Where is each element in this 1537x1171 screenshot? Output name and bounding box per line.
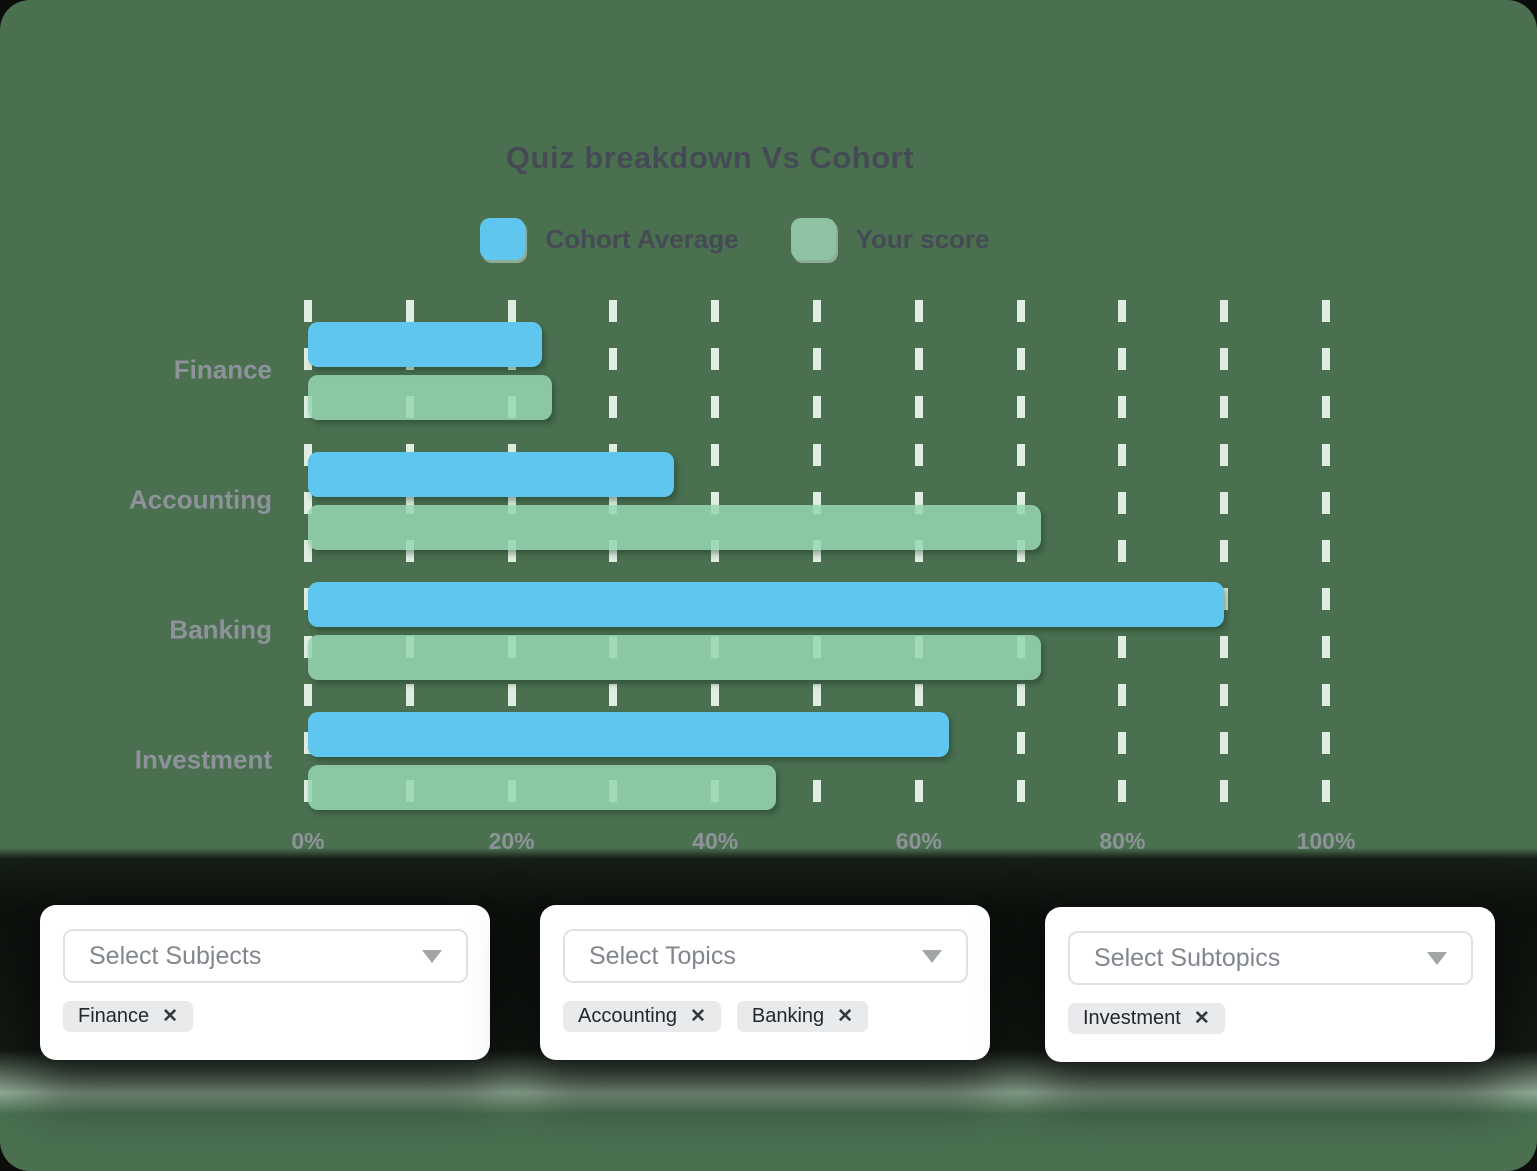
gridline xyxy=(405,300,414,812)
bar-cohort-average-finance xyxy=(308,322,543,367)
select-subtopics-dropdown[interactable]: Select Subtopics xyxy=(1068,931,1473,985)
select-subjects-dropdown[interactable]: Select Subjects xyxy=(63,929,468,983)
subtopics-filter-card: Select Subtopics Investment ✕ xyxy=(1045,907,1495,1062)
legend-label-your-score: Your score xyxy=(855,223,990,254)
legend-item-cohort-average[interactable]: Cohort Average xyxy=(480,218,739,260)
chart-title: Quiz breakdown Vs Cohort xyxy=(505,140,915,175)
gridline xyxy=(711,300,720,812)
chevron-down-icon xyxy=(1427,951,1447,965)
select-topics-dropdown[interactable]: Select Topics xyxy=(563,929,968,983)
chart-legend: Cohort Average Your score xyxy=(0,218,1470,260)
legend-label-cohort-average: Cohort Average xyxy=(545,223,739,254)
category-label-banking: Banking xyxy=(169,614,272,645)
bar-cohort-average-accounting xyxy=(308,452,675,497)
chip-label: Accounting xyxy=(578,1005,677,1027)
subjects-filter-card: Select Subjects Finance ✕ xyxy=(40,905,490,1060)
chevron-down-icon xyxy=(922,949,942,963)
subtopics-chip-list: Investment ✕ xyxy=(1068,1003,1495,1034)
chevron-down-icon xyxy=(422,949,442,963)
gridline xyxy=(813,300,821,812)
gridline xyxy=(914,300,923,812)
category-label-finance: Finance xyxy=(173,354,272,385)
gridline xyxy=(507,300,516,812)
category-label-investment: Investment xyxy=(134,744,272,775)
bar-your-score-investment xyxy=(308,765,777,810)
chip-remove-icon[interactable]: ✕ xyxy=(837,1006,854,1027)
topics-chip-list: Accounting ✕ Banking ✕ xyxy=(563,1001,990,1032)
select-subtopics-placeholder: Select Subtopics xyxy=(1094,943,1281,972)
chip-remove-icon[interactable]: ✕ xyxy=(162,1006,179,1027)
bar-your-score-accounting xyxy=(308,505,1041,550)
topics-filter-card: Select Topics Accounting ✕ Banking ✕ xyxy=(540,905,990,1060)
bar-your-score-banking xyxy=(308,635,1041,680)
legend-swatch-cohort-average xyxy=(480,218,526,260)
chip-banking[interactable]: Banking ✕ xyxy=(736,1001,869,1032)
chip-label: Banking xyxy=(751,1005,825,1027)
gridline xyxy=(304,300,312,812)
chip-finance[interactable]: Finance ✕ xyxy=(63,1001,194,1032)
gridline xyxy=(1016,300,1025,812)
bar-cohort-average-investment xyxy=(308,712,950,757)
gridline xyxy=(1322,300,1330,812)
chip-investment[interactable]: Investment ✕ xyxy=(1068,1003,1225,1034)
subjects-chip-list: Finance ✕ xyxy=(63,1001,490,1032)
legend-swatch-your-score xyxy=(790,218,836,260)
select-topics-placeholder: Select Topics xyxy=(589,941,736,970)
chip-accounting[interactable]: Accounting ✕ xyxy=(563,1001,721,1032)
chip-remove-icon[interactable]: ✕ xyxy=(689,1006,706,1027)
bar-your-score-finance xyxy=(308,375,553,420)
chip-label: Investment xyxy=(1083,1007,1181,1029)
gridline xyxy=(609,300,618,812)
chip-remove-icon[interactable]: ✕ xyxy=(1193,1008,1210,1029)
chip-label: Finance xyxy=(78,1005,150,1027)
gridline xyxy=(1220,300,1229,812)
select-subjects-placeholder: Select Subjects xyxy=(89,941,262,970)
legend-item-your-score[interactable]: Your score xyxy=(790,218,990,260)
bar-cohort-average-banking xyxy=(308,582,1225,627)
gridline xyxy=(1118,300,1127,812)
category-label-accounting: Accounting xyxy=(129,484,272,515)
